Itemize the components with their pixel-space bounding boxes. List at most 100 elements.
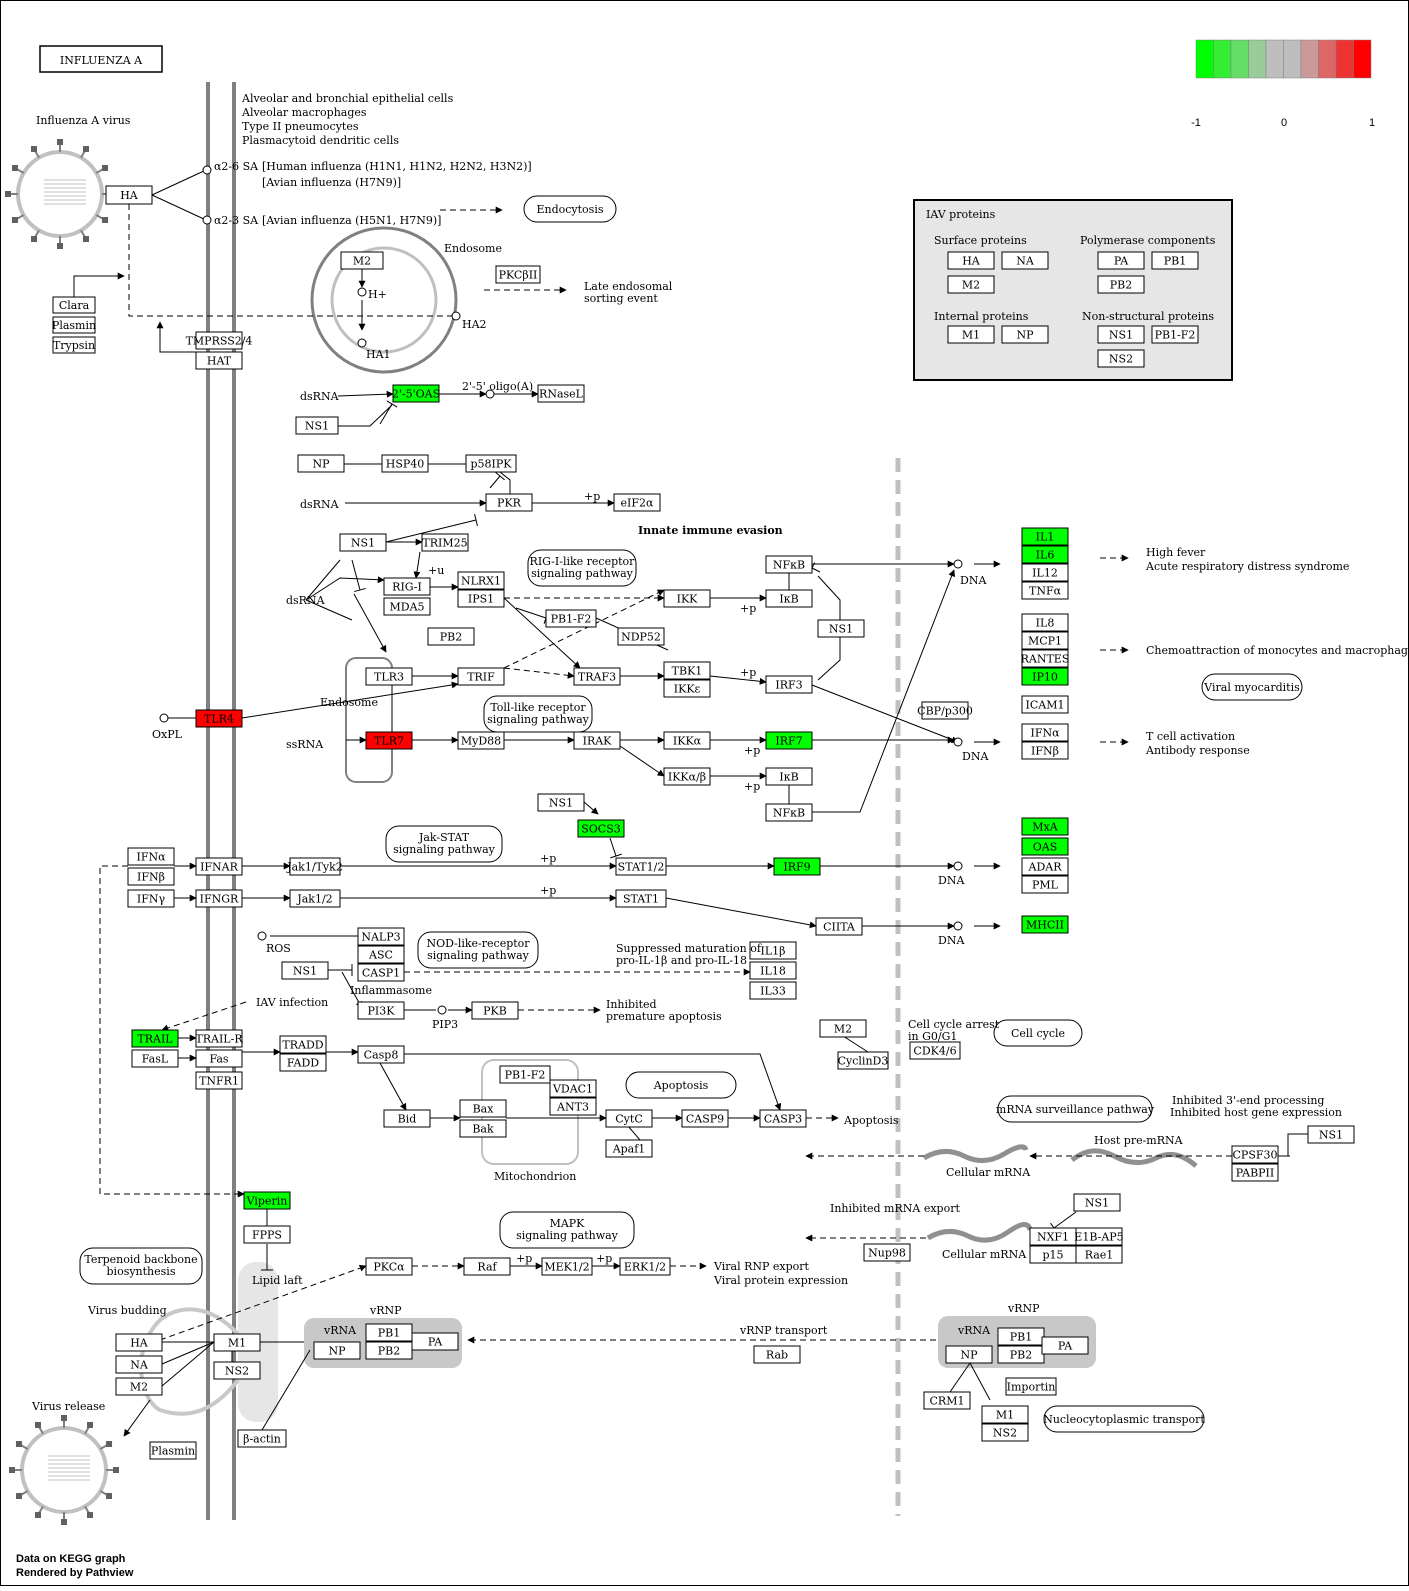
gene-node-m1c[interactable]: M1 bbox=[981, 1405, 1029, 1424]
gene-box[interactable] bbox=[1021, 695, 1069, 714]
gene-node-ikke[interactable]: IKKε bbox=[663, 679, 711, 698]
gene-box[interactable] bbox=[295, 416, 339, 435]
pathway-box[interactable] bbox=[499, 1211, 635, 1249]
gene-node-casp1[interactable]: CASP1 bbox=[357, 963, 405, 982]
gene-box[interactable] bbox=[411, 1332, 459, 1351]
gene-box[interactable] bbox=[313, 1341, 361, 1360]
gene-node-adar[interactable]: ADAR bbox=[1021, 857, 1069, 876]
gene-node-ns1f[interactable]: NS1 bbox=[1307, 1125, 1355, 1144]
pathway-node-nucleo[interactable]: Nucleocytoplasmic transport bbox=[1043, 1405, 1205, 1433]
gene-box[interactable] bbox=[289, 857, 341, 876]
gene-box[interactable] bbox=[383, 577, 431, 596]
gene-node-mda5[interactable]: MDA5 bbox=[383, 597, 431, 616]
gene-node-irak[interactable]: IRAK bbox=[573, 731, 621, 750]
gene-box[interactable] bbox=[617, 627, 665, 646]
gene-node-p15[interactable]: p15 bbox=[1029, 1245, 1077, 1264]
gene-box[interactable] bbox=[1151, 251, 1199, 270]
gene-node-iha[interactable]: HA bbox=[947, 251, 995, 270]
pathway-node-myocarditis[interactable]: Viral myocarditis bbox=[1201, 673, 1303, 701]
gene-box[interactable] bbox=[459, 1119, 507, 1138]
gene-node-fas[interactable]: Fas bbox=[195, 1049, 243, 1068]
gene-node-ikka[interactable]: IKKα bbox=[663, 731, 711, 750]
gene-box[interactable] bbox=[921, 701, 969, 720]
gene-box[interactable] bbox=[981, 1405, 1029, 1424]
gene-node-hat[interactable]: HAT bbox=[195, 351, 243, 370]
gene-box[interactable] bbox=[1021, 649, 1069, 668]
gene-box[interactable] bbox=[549, 1097, 597, 1116]
gene-node-tlr7[interactable]: TLR7 bbox=[365, 731, 413, 750]
gene-node-ipb2[interactable]: PB2 bbox=[1097, 275, 1145, 294]
gene-box[interactable] bbox=[1005, 1377, 1057, 1396]
gene-node-mxa[interactable]: MxA bbox=[1021, 817, 1069, 836]
gene-node-ip10[interactable]: IP10 bbox=[1021, 667, 1069, 686]
gene-box[interactable] bbox=[1021, 545, 1069, 564]
gene-box[interactable] bbox=[749, 981, 797, 1000]
gene-box[interactable] bbox=[765, 589, 813, 608]
gene-node-npb[interactable]: NP bbox=[313, 1341, 361, 1360]
gene-node-fadd[interactable]: FADD bbox=[279, 1053, 327, 1072]
gene-node-viperin[interactable]: Viperin bbox=[243, 1191, 291, 1210]
gene-node-ifng[interactable]: IFNγ bbox=[127, 889, 175, 908]
gene-box[interactable] bbox=[837, 1051, 889, 1070]
gene-box[interactable] bbox=[1021, 837, 1069, 856]
gene-node-ipb1[interactable]: PB1 bbox=[1151, 251, 1199, 270]
gene-node-il6[interactable]: IL6 bbox=[1021, 545, 1069, 564]
gene-box[interactable] bbox=[357, 963, 405, 982]
gene-box[interactable] bbox=[195, 1071, 243, 1090]
gene-node-pb1b[interactable]: PB1 bbox=[365, 1323, 413, 1342]
gene-box[interactable] bbox=[1151, 325, 1199, 344]
gene-box[interactable] bbox=[195, 351, 243, 370]
gene-node-vdac1[interactable]: VDAC1 bbox=[549, 1079, 597, 1098]
gene-box[interactable] bbox=[663, 661, 711, 680]
gene-node-raf[interactable]: Raf bbox=[463, 1257, 511, 1276]
pathway-node-cellcycle[interactable]: Cell cycle bbox=[993, 1019, 1083, 1047]
gene-node-ikkab[interactable]: IKKα/β bbox=[663, 767, 711, 786]
gene-node-m1b[interactable]: M1 bbox=[213, 1333, 261, 1352]
gene-node-eif2a[interactable]: eIF2α bbox=[613, 493, 661, 512]
gene-box[interactable] bbox=[1075, 1227, 1123, 1246]
gene-node-importin[interactable]: Importin bbox=[1005, 1377, 1057, 1396]
pathway-box[interactable] bbox=[1201, 673, 1303, 701]
gene-box[interactable] bbox=[663, 767, 711, 786]
gene-node-apaf1[interactable]: Apaf1 bbox=[605, 1139, 653, 1158]
gene-box[interactable] bbox=[1021, 631, 1069, 650]
gene-box[interactable] bbox=[127, 889, 175, 908]
gene-box[interactable] bbox=[499, 1065, 551, 1084]
gene-node-pb1f2a[interactable]: PB1-F2 bbox=[545, 609, 597, 628]
gene-node-nalp3[interactable]: NALP3 bbox=[357, 927, 405, 946]
gene-box[interactable] bbox=[127, 867, 175, 886]
gene-box[interactable] bbox=[357, 1001, 405, 1020]
gene-node-bid[interactable]: Bid bbox=[383, 1109, 431, 1128]
gene-node-pkca[interactable]: PKCα bbox=[365, 1257, 413, 1276]
gene-node-rab[interactable]: Rab bbox=[753, 1345, 801, 1364]
gene-box[interactable] bbox=[131, 1049, 179, 1068]
gene-box[interactable] bbox=[577, 819, 625, 838]
gene-box[interactable] bbox=[605, 1139, 653, 1158]
gene-node-ant3[interactable]: ANT3 bbox=[549, 1097, 597, 1116]
gene-box[interactable] bbox=[1021, 527, 1069, 546]
gene-box[interactable] bbox=[115, 1377, 163, 1396]
gene-node-fpps[interactable]: FPPS bbox=[243, 1225, 291, 1244]
gene-box[interactable] bbox=[392, 384, 440, 403]
gene-box[interactable] bbox=[339, 533, 387, 552]
gene-node-tlr4[interactable]: TLR4 bbox=[195, 709, 243, 728]
gene-node-ns2c[interactable]: NS2 bbox=[981, 1423, 1029, 1442]
gene-box[interactable] bbox=[1001, 325, 1049, 344]
gene-box[interactable] bbox=[195, 331, 243, 350]
gene-box[interactable] bbox=[427, 627, 475, 646]
gene-box[interactable] bbox=[819, 1019, 867, 1038]
gene-node-jak12[interactable]: Jak1/2 bbox=[289, 889, 341, 908]
gene-node-myd88[interactable]: MyD88 bbox=[457, 731, 505, 750]
gene-node-ndp52[interactable]: NDP52 bbox=[617, 627, 665, 646]
gene-box[interactable] bbox=[765, 767, 813, 786]
gene-node-rae1[interactable]: Rae1 bbox=[1075, 1245, 1123, 1264]
gene-node-nab[interactable]: NA bbox=[115, 1355, 163, 1374]
gene-node-trypsin[interactable]: Trypsin bbox=[52, 336, 96, 354]
gene-box[interactable] bbox=[357, 1045, 405, 1064]
gene-node-pb2a[interactable]: PB2 bbox=[427, 627, 475, 646]
gene-node-tradd[interactable]: TRADD bbox=[279, 1035, 327, 1054]
gene-box[interactable] bbox=[1021, 817, 1069, 836]
gene-node-nfkba[interactable]: NFκB bbox=[765, 555, 813, 574]
pathway-box[interactable] bbox=[527, 549, 637, 587]
